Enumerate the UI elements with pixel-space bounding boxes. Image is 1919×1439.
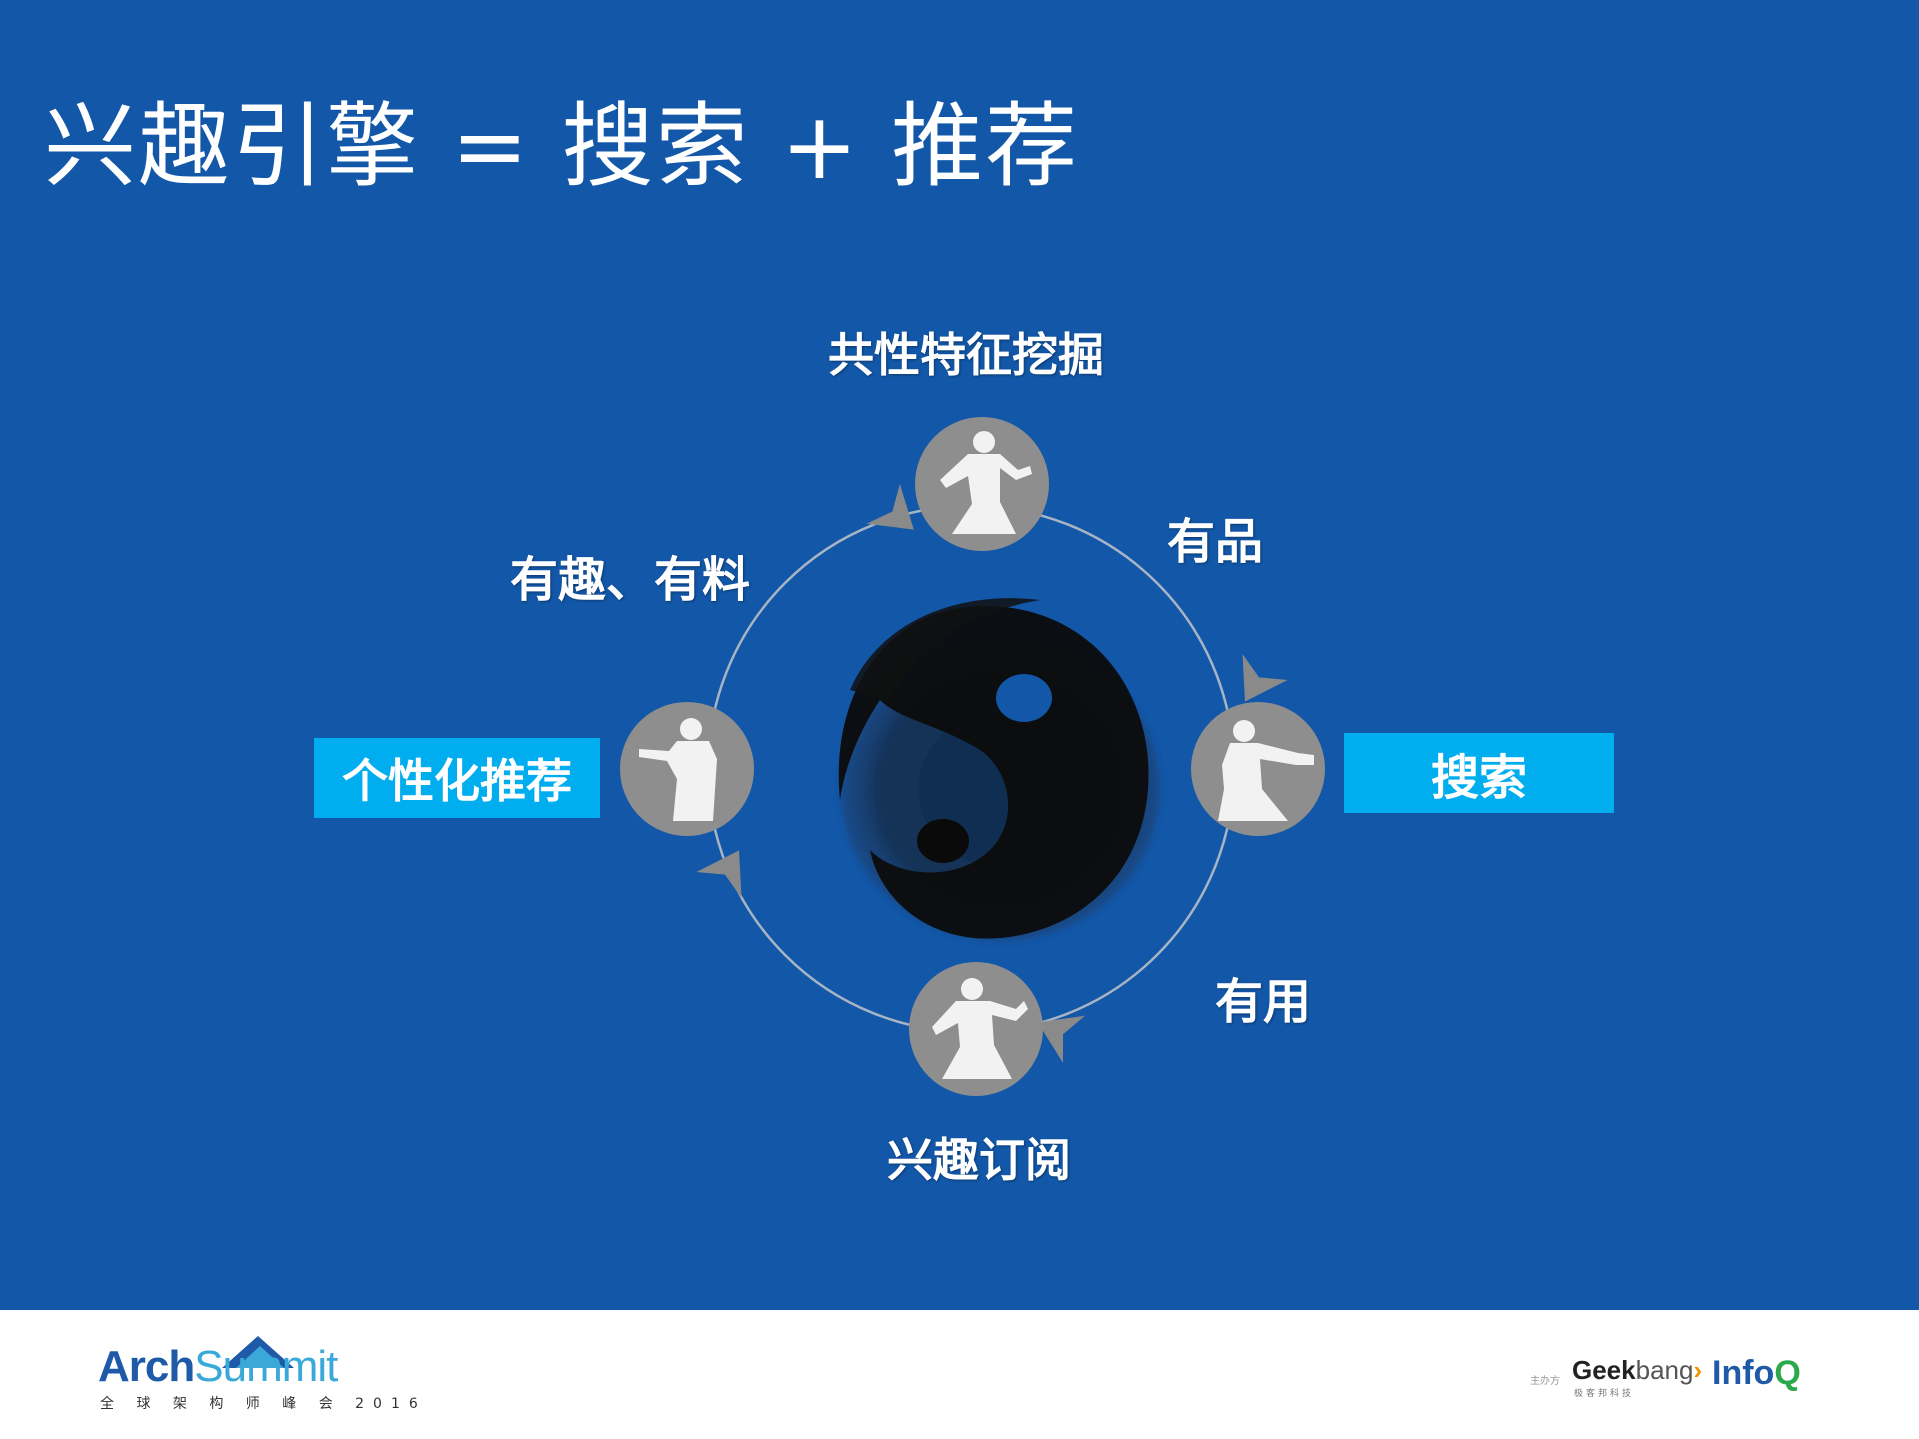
geekbang-subtitle: 极客邦科技	[1574, 1389, 1635, 1399]
edge-top-left-label: 有趣、有料	[510, 552, 751, 608]
node-left-label-box: 个性化推荐	[314, 738, 600, 818]
arrow-right-to-bottom	[1037, 1015, 1085, 1063]
footer-bar	[0, 1310, 1919, 1439]
edge-top-right-label: 有品	[1167, 514, 1264, 570]
archsummit-logo: ArchSummit	[98, 1342, 338, 1391]
yin-yang-icon	[838, 598, 1160, 941]
arrow-left-to-top	[866, 483, 914, 530]
infoq-logo: InfoQ	[1712, 1354, 1801, 1392]
geekbang-logo: Geekbang›	[1572, 1355, 1703, 1385]
node-right	[1191, 702, 1325, 836]
node-bottom	[909, 962, 1043, 1096]
taichi-figure-icon	[1218, 720, 1314, 821]
node-right-label-box: 搜索	[1344, 733, 1614, 813]
taichi-figure-icon	[932, 978, 1028, 1079]
taichi-figure-icon	[639, 718, 717, 821]
arrow-bottom-to-left	[696, 850, 742, 899]
slide-background: 兴趣引擎 = 搜索 + 推荐	[0, 0, 1919, 1310]
sponsor-label: 主办方	[1530, 1376, 1560, 1387]
node-top	[915, 417, 1049, 551]
cycle-diagram	[620, 417, 1325, 1096]
node-bottom-label: 兴趣订阅	[887, 1133, 1071, 1187]
node-top-label: 共性特征挖掘	[828, 328, 1104, 382]
taichi-figure-icon	[940, 431, 1032, 534]
edge-bottom-right-label: 有用	[1215, 974, 1312, 1030]
arrow-top-to-right	[1242, 653, 1288, 702]
archsummit-subtitle: 全 球 架 构 师 峰 会 2016	[100, 1396, 427, 1412]
slide-title: 兴趣引擎 = 搜索 + 推荐	[44, 93, 1080, 200]
archsummit-mountain-icon	[222, 1336, 294, 1368]
node-left	[620, 702, 754, 836]
